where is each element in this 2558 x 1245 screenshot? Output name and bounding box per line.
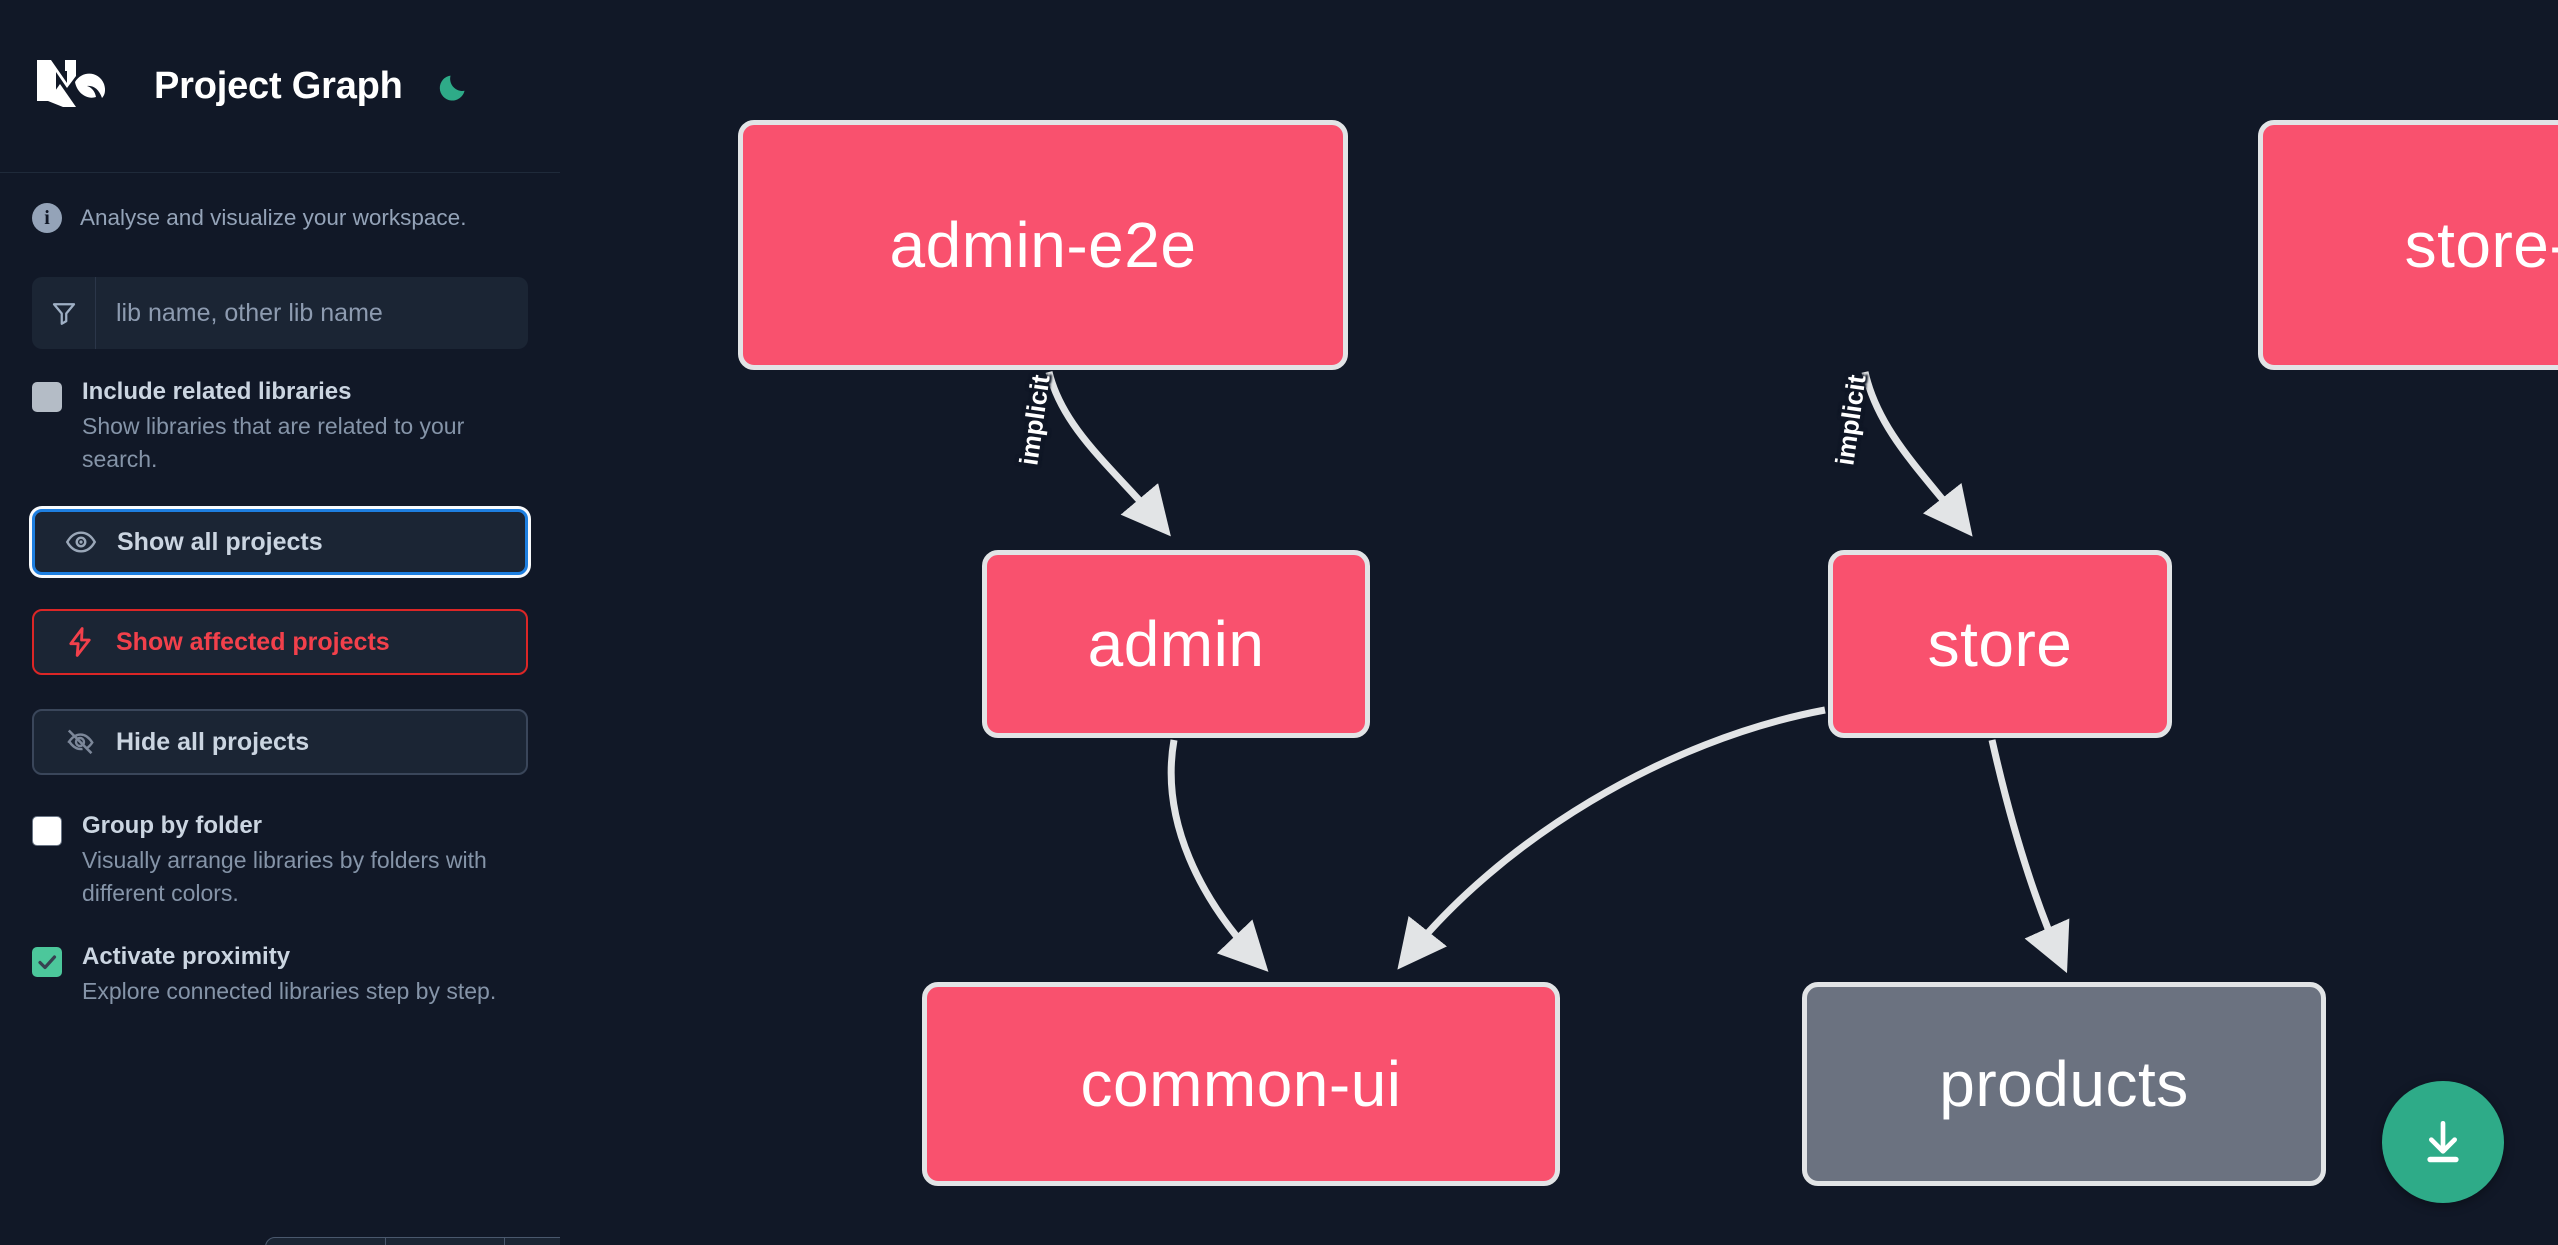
- option-group-by-folder[interactable]: Group by folder Visually arrange librari…: [0, 775, 560, 909]
- graph-node-label: store: [1927, 608, 2073, 680]
- graph-node-products[interactable]: products: [1802, 982, 2326, 1186]
- lightning-bolt-icon: [60, 625, 100, 659]
- edge-store-e2e-to-store: [1861, 371, 1973, 537]
- eye-icon: [61, 526, 101, 558]
- search-field[interactable]: [32, 277, 528, 349]
- option-title-include-related-libraries: Include related libraries: [82, 378, 352, 405]
- option-desc-activate-proximity: Explore connected libraries step by step…: [82, 977, 497, 1004]
- page-title: Project Graph: [154, 64, 403, 107]
- sidebar: Project Graph i Analyse and visualize yo…: [0, 0, 560, 1245]
- option-include-related-libraries[interactable]: Include related libraries Show libraries…: [0, 349, 560, 475]
- graph-node-label: common-ui: [1080, 1048, 1402, 1120]
- option-activate-proximity[interactable]: Activate proximity Explore connected lib…: [0, 910, 560, 1008]
- eye-off-icon: [60, 726, 100, 758]
- edge-store-to-products: [1988, 739, 2070, 974]
- graph-node-admin[interactable]: admin: [982, 550, 1370, 738]
- option-desc-group-by-folder: Visually arrange libraries by folders wi…: [82, 847, 487, 906]
- nx-logo: [32, 55, 124, 117]
- checkbox-activate-proximity[interactable]: [32, 946, 62, 977]
- moon-icon[interactable]: [433, 64, 477, 108]
- hide-all-projects-label: Hide all projects: [116, 727, 310, 756]
- graph-node-label: store-e2e: [2404, 209, 2558, 281]
- graph-canvas[interactable]: admin-e2e store-e2e admin store common-u…: [560, 0, 2558, 1245]
- search-input[interactable]: [96, 277, 528, 349]
- info-banner: i Analyse and visualize your workspace.: [0, 173, 560, 255]
- edge-store-to-common-ui: [1397, 706, 1826, 970]
- download-image-button[interactable]: [2382, 1081, 2504, 1203]
- graph-node-store-e2e[interactable]: store-e2e: [2258, 120, 2558, 370]
- option-title-group-by-folder: Group by folder: [82, 812, 262, 840]
- graph-node-common-ui[interactable]: common-ui: [922, 982, 1560, 1186]
- show-all-projects-label: Show all projects: [117, 527, 323, 556]
- checkbox-include-related-libraries[interactable]: [32, 382, 62, 412]
- proximity-step-button-group[interactable]: [265, 1237, 560, 1245]
- info-icon: i: [32, 203, 62, 233]
- hide-all-projects-button[interactable]: Hide all projects: [32, 709, 528, 776]
- checkbox-group-by-folder[interactable]: [32, 816, 62, 847]
- show-affected-projects-label: Show affected projects: [116, 627, 390, 656]
- download-icon: [2427, 1121, 2459, 1163]
- edge-admin-e2e-to-admin: [1045, 371, 1171, 537]
- graph-node-label: admin: [1087, 608, 1265, 680]
- graph-node-admin-e2e[interactable]: admin-e2e: [738, 120, 1348, 370]
- graph-edges: [1045, 371, 2070, 974]
- filter-icon: [32, 277, 96, 349]
- graph-node-label: products: [1939, 1048, 2189, 1120]
- proximity-step-button-1[interactable]: [266, 1238, 386, 1245]
- proximity-step-button-2[interactable]: [386, 1238, 506, 1245]
- option-desc-include-related-libraries: Show libraries that are related to your …: [82, 413, 465, 472]
- edge-admin-to-common-ui: [1167, 739, 1269, 972]
- visibility-button-group: Show all projects Show affected projects: [0, 475, 560, 776]
- show-affected-projects-button[interactable]: Show affected projects: [32, 609, 528, 676]
- show-all-projects-button[interactable]: Show all projects: [32, 509, 528, 576]
- option-title-activate-proximity: Activate proximity: [82, 942, 291, 970]
- sidebar-header: Project Graph: [0, 0, 560, 173]
- graph-node-store[interactable]: store: [1828, 550, 2172, 738]
- proximity-step-button-3[interactable]: [505, 1238, 560, 1245]
- info-banner-text: Analyse and visualize your workspace.: [80, 205, 467, 230]
- graph-node-label: admin-e2e: [889, 209, 1197, 281]
